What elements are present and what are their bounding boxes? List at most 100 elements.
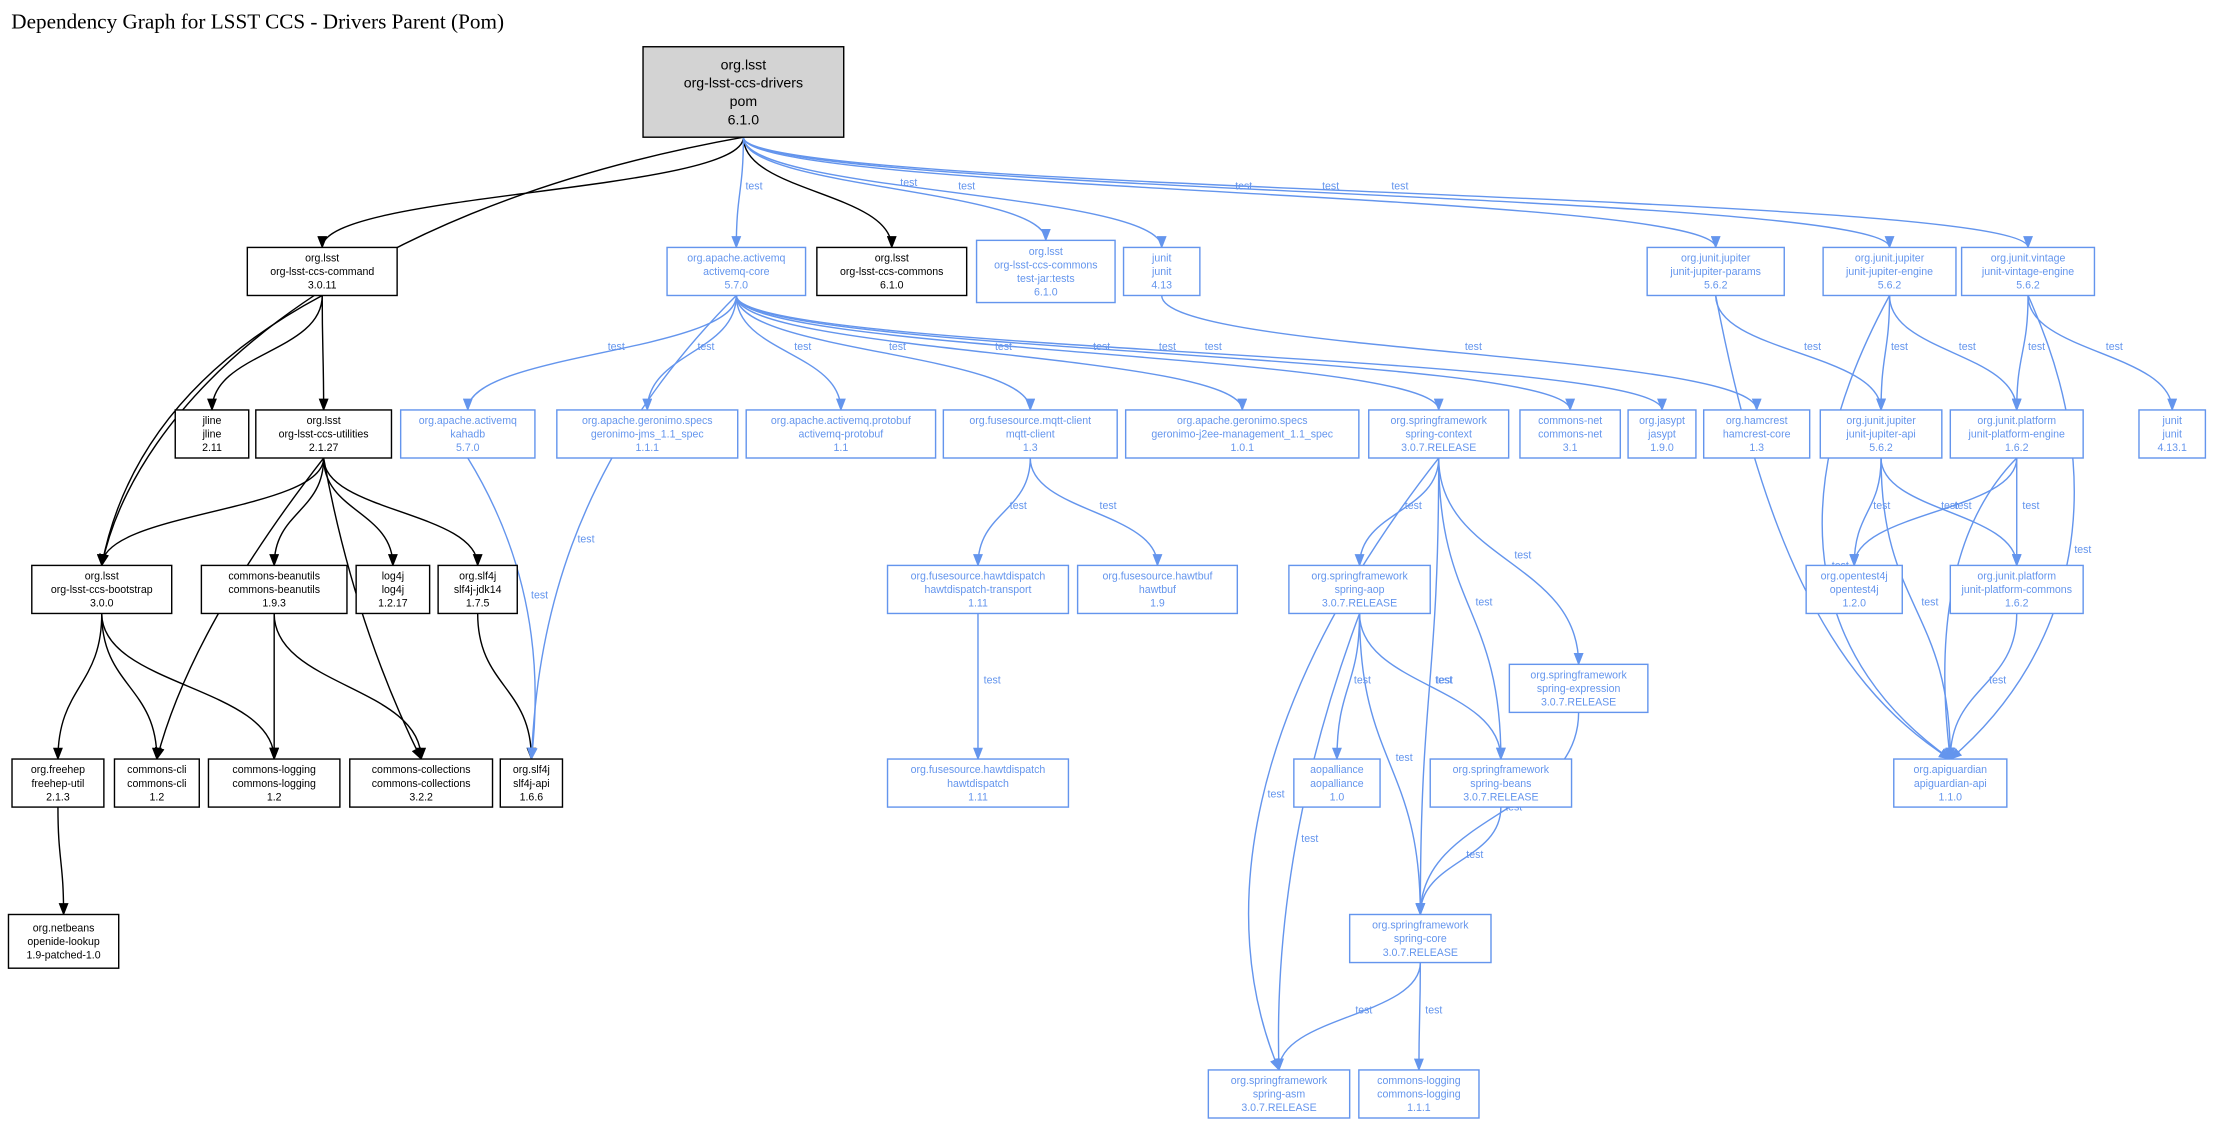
edge-root--vintage-engine: [742, 136, 2033, 249]
edge-jupiter-params--apiguardian: [1715, 295, 1952, 760]
node-box: [1819, 409, 1943, 459]
edge-scope-label: test: [608, 341, 625, 353]
node-box: [1368, 409, 1510, 459]
node-box: [1207, 1069, 1351, 1119]
edge-scope-label: test: [1959, 341, 1976, 353]
node-box: [200, 564, 348, 615]
edge-scope-label: test: [1354, 674, 1371, 686]
edge-scope-label: test: [2106, 341, 2123, 353]
node-box: [174, 409, 250, 459]
edge-utilities--commons-collections: [322, 457, 422, 761]
edge-scope-label: test: [995, 341, 1012, 353]
node-box: [1348, 913, 1492, 964]
edge-spring-context--spring-beans: [1437, 458, 1506, 761]
edge-scope-label: test: [1159, 341, 1176, 353]
edge-scope-label: test: [2028, 341, 2045, 353]
edge-scope-label: test: [1475, 597, 1492, 609]
edge-scope-label: test: [1436, 674, 1453, 686]
edge-platform-engine--opentest4j: [1849, 458, 2018, 567]
edge-kahadb--slf4j-api: [467, 457, 538, 761]
edge-vintage-engine--platform-engine: [2011, 295, 2029, 412]
edge-scope-label: test: [794, 341, 811, 353]
edge-root--ccs-commons-tests: [742, 137, 1051, 242]
edge-scope-label: test: [1301, 833, 1318, 845]
edge-jupiter-engine--apiguardian: [1821, 295, 1952, 760]
edge-jupiter-api--apiguardian: [1880, 458, 1956, 761]
node-box: [1519, 409, 1622, 459]
node-box: [437, 564, 518, 615]
node-box: [7, 913, 120, 969]
edge-scope-label: test: [531, 589, 548, 601]
edge-spring-expression--spring-core: [1415, 712, 1580, 916]
edge-spring-beans--spring-core: [1415, 807, 1502, 916]
edge-scope-label: test: [2022, 500, 2039, 512]
edge-jupiter-engine--jupiter-api: [1876, 295, 1891, 412]
edge-mqtt-client--hawtbuf: [1029, 458, 1163, 567]
edge-bootstrap--commons-cli: [101, 613, 162, 761]
node-box: [31, 564, 173, 615]
edge-root--activemq-core: [731, 137, 745, 249]
node-box: [1893, 758, 2008, 808]
edge-jupiter-api--opentest4j: [1849, 458, 1882, 567]
edge-activemq-core--commons-net: [735, 295, 1575, 412]
node-box: [1076, 564, 1239, 615]
node-box: [642, 46, 845, 138]
edge-activemq-core--mqtt-client: [735, 295, 1036, 412]
edge-spring-core--commons-logging-111: [1413, 962, 1424, 1072]
node-box: [1122, 246, 1201, 297]
edge-bootstrap--freehep-util: [53, 613, 103, 761]
edge-activemq-core--activemq-protobuf: [735, 295, 846, 412]
edge-scope-label: test: [1405, 500, 1422, 512]
edge-spring-context--spring-expression: [1437, 458, 1584, 666]
node-box: [1288, 564, 1431, 615]
node-box: [499, 758, 564, 808]
edge-scope-label: test: [1873, 500, 1890, 512]
edge-scope-label: test: [1268, 789, 1285, 801]
node-box: [942, 409, 1118, 459]
edge-activemq-core--spring-context: [735, 295, 1444, 412]
edge-scope-label: test: [1989, 674, 2006, 686]
edge-scope-label: test: [697, 341, 714, 353]
node-box: [355, 564, 431, 615]
node-box: [1822, 246, 1957, 297]
edge-activemq-core--jasypt: [735, 295, 1667, 412]
edge-utilities--commons-cli: [154, 457, 325, 761]
edge-junit-413--hamcrest-core: [1160, 295, 1762, 412]
edge-scope-label: test: [1514, 549, 1531, 561]
edge-scope-label: test: [1205, 341, 1222, 353]
node-box: [246, 246, 398, 297]
